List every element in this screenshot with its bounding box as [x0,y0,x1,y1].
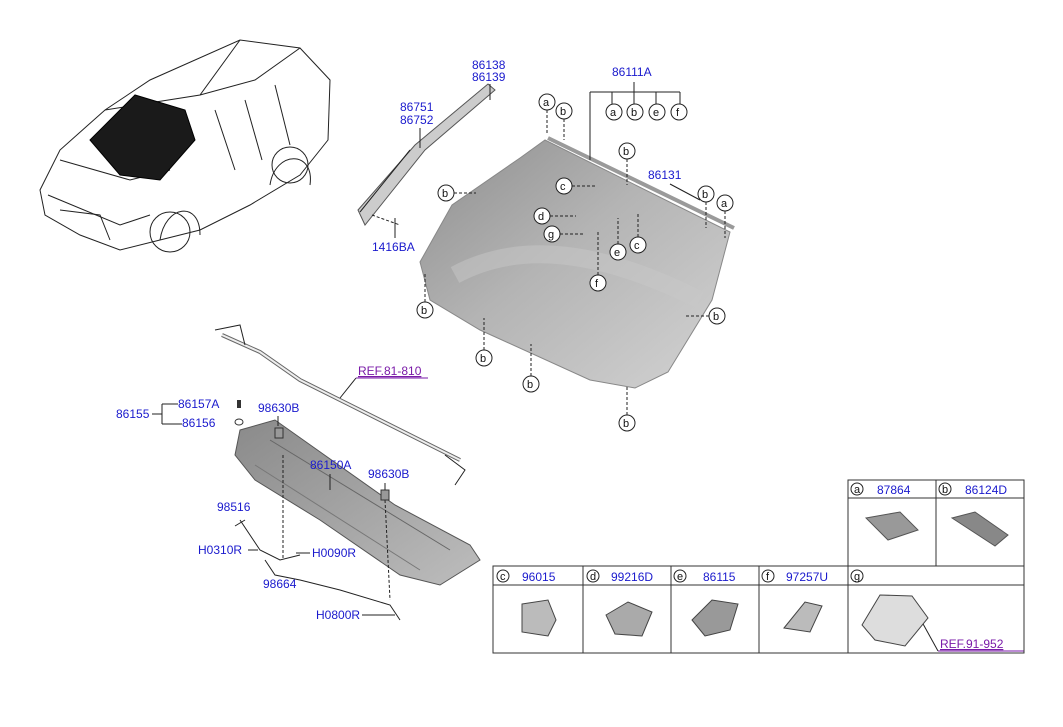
label-98664: 98664 [263,577,297,591]
group-callout-a: a [610,107,617,119]
legend-part-f: 97257U [786,570,828,584]
callout-b-7: b [480,353,486,365]
callout-b-5: b [421,305,427,317]
windshield-highlight [89,94,196,181]
legend-table-top: a 87864 b 86124D [847,479,1025,567]
label-1416BA: 1416BA [372,240,415,254]
label-98630B-right: 98630B [368,467,409,481]
callout-c-2: c [634,240,640,252]
group-callout-f: f [676,107,680,119]
label-86157A: 86157A [178,397,219,411]
part-image-b [950,511,1009,547]
legend-part-b: 86124D [965,483,1007,497]
label-86139: 86139 [472,70,506,84]
callout-b-3: b [442,188,448,200]
legend-callout-g: g [854,571,860,583]
label-86111A: 86111A [612,65,652,79]
callout-a-2: a [721,198,728,210]
ref-91-952-link[interactable]: REF.91-952 [940,637,1004,651]
label-H0800R: H0800R [316,608,360,622]
callout-f: f [595,278,599,290]
part-image-g [861,594,929,647]
glass-callouts: a b b b c b a d g e c f b b b b b a b [416,93,734,432]
legend-part-c: 96015 [522,570,556,584]
legend-part-a: 87864 [877,483,911,497]
legend-callout-e: e [677,571,683,583]
callout-e: e [614,247,620,259]
part-image-c [521,599,557,637]
washer-hose [239,455,401,621]
label-98516: 98516 [217,500,251,514]
callout-b-1: b [560,106,566,118]
legend-callout-f: f [766,571,770,583]
cowl-panel [234,419,481,586]
vehicle-illustration [39,39,331,253]
legend-part-d: 99216D [611,570,653,584]
callout-d: d [538,211,544,223]
legend-callout-d: d [590,571,596,583]
cowl-weatherstrip [214,324,466,486]
part-image-f [783,601,823,633]
callout-g: g [548,229,554,241]
legend-callout-b: b [942,484,948,496]
label-98630B-left: 98630B [258,401,299,415]
callout-b-2: b [623,146,629,158]
label-H0090R: H0090R [312,546,356,560]
label-86150A: 86150A [310,458,351,472]
label-H0310R: H0310R [198,543,242,557]
legend-table-bottom: c 96015 d 99216D e 86115 f 97257U g [492,565,1025,654]
callout-a-1: a [543,97,550,109]
legend-callout-c: c [500,571,506,583]
label-86155: 86155 [116,407,150,421]
windshield-glass [419,136,735,389]
callout-b-8: b [527,379,533,391]
ref-81-810-link[interactable]: REF.81-810 [358,364,422,378]
legend-callout-a: a [854,484,861,496]
group-callout-b: b [631,107,637,119]
part-image-e [691,599,739,637]
pillar-moldings [357,83,496,226]
label-86752: 86752 [400,113,434,127]
callout-b-6: b [713,311,719,323]
part-image-a [864,511,919,541]
label-86156: 86156 [182,416,216,430]
label-86138: 86138 [472,58,506,72]
part-image-d [605,601,653,637]
label-86751: 86751 [400,100,434,114]
label-86131: 86131 [648,168,682,182]
legend-part-e: 86115 [703,570,736,584]
callout-c-1: c [560,181,566,193]
callout-b-9: b [623,418,629,430]
callout-b-4: b [702,189,708,201]
group-callout-e: e [653,107,659,119]
